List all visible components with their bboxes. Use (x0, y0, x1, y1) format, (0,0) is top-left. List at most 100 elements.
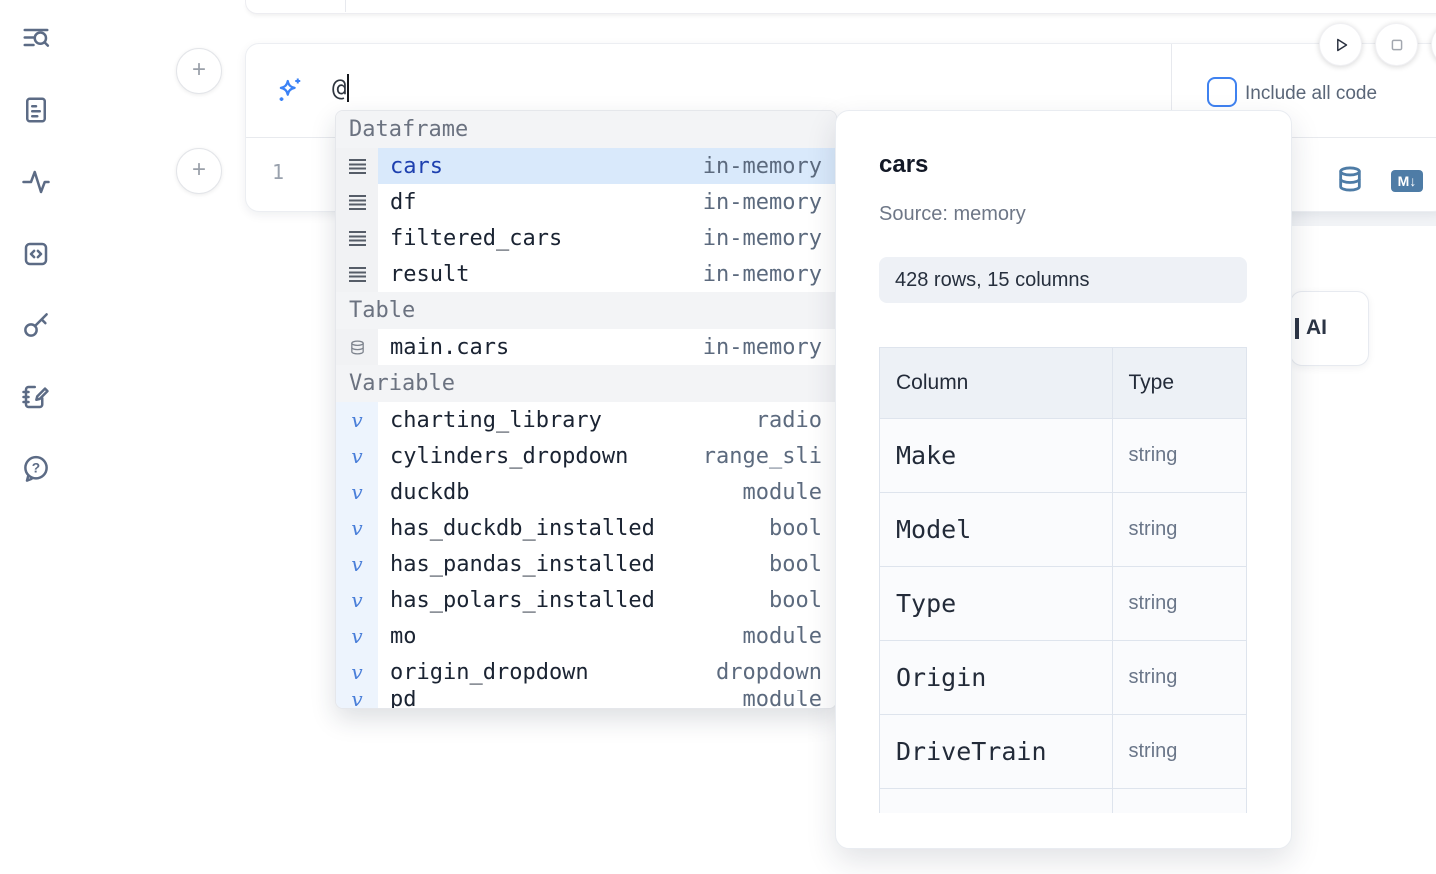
variable-icon: v (351, 444, 363, 468)
clipped-text-fragment (1295, 318, 1299, 339)
popup-title: cars (879, 151, 929, 178)
run-cell-button[interactable] (1319, 23, 1362, 66)
completion-item-duckdb[interactable]: v duckdb module (336, 474, 836, 510)
item-type: bool (769, 515, 822, 541)
key-icon[interactable] (21, 310, 51, 340)
item-name: main.cars (390, 334, 510, 360)
popup-source: Source: memory (879, 203, 1026, 225)
item-type: in-memory (702, 225, 822, 251)
text-cursor (347, 74, 350, 102)
variable-icon: v (351, 480, 363, 504)
notebook-pen-icon[interactable] (21, 382, 51, 412)
code-box-icon[interactable] (21, 239, 51, 269)
markdown-icon[interactable]: M↓ (1391, 170, 1423, 192)
completion-item-has_polars_installed[interactable]: v has_polars_installed bool (336, 582, 836, 618)
prompt-divider (1171, 44, 1172, 137)
stop-icon (1391, 39, 1402, 50)
column-type: string (1111, 640, 1247, 715)
column-name: Make (879, 418, 1113, 493)
item-name: cylinders_dropdown (390, 443, 629, 469)
item-type: in-memory (702, 189, 822, 215)
dataframe-detail-popup: cars Source: memory 428 rows, 15 columns… (835, 110, 1292, 849)
column-name: DriveTrain (879, 714, 1113, 789)
sparkles-icon (279, 78, 301, 101)
dataframe-icon (348, 158, 366, 174)
completion-item-df[interactable]: df in-memory (336, 184, 836, 220)
variable-icon: v (351, 552, 363, 576)
variable-icon: v (351, 690, 363, 708)
item-name: charting_library (390, 407, 602, 433)
dataframe-icon (348, 266, 366, 282)
line-number: 1 (272, 160, 285, 184)
column-name: Type (879, 566, 1113, 641)
item-name: result (390, 261, 470, 287)
variable-icon: v (351, 516, 363, 540)
item-type: in-memory (702, 153, 822, 179)
code-editor-row[interactable]: 1 M↓ (246, 138, 1436, 211)
completion-section-header: Variable (336, 365, 836, 402)
column-type: string (1111, 714, 1247, 789)
database-icon[interactable] (1336, 165, 1364, 193)
completion-section-header: Table (336, 292, 836, 329)
generate-with-ai-button[interactable]: AI (1290, 291, 1369, 366)
column-type: string (1111, 418, 1247, 493)
item-type: module (742, 479, 822, 505)
column-type: string (1111, 492, 1247, 567)
activity-icon[interactable] (21, 167, 51, 197)
column-name: Model (879, 492, 1113, 567)
completion-item-main.cars[interactable]: main.cars in-memory (336, 329, 836, 365)
shape-badge: 428 rows, 15 columns (879, 257, 1247, 303)
variable-icon: v (351, 624, 363, 648)
gutter-divider (345, 0, 346, 12)
list-search-icon[interactable] (21, 25, 51, 55)
item-type: bool (769, 587, 822, 613)
item-type: dropdown (716, 659, 822, 685)
item-type: module (742, 690, 822, 708)
stop-cell-button[interactable] (1375, 23, 1418, 66)
item-name: origin_dropdown (390, 659, 589, 685)
item-name: has_polars_installed (390, 587, 655, 613)
column-type: string (1111, 566, 1247, 641)
item-name: pd (390, 690, 417, 708)
document-icon[interactable] (21, 95, 51, 125)
item-name: mo (390, 623, 417, 649)
variable-icon: v (351, 588, 363, 612)
item-name: df (390, 189, 417, 215)
item-name: duckdb (390, 479, 470, 505)
svg-text:?: ? (32, 461, 40, 476)
variable-icon: v (351, 408, 363, 432)
ai-prompt-input[interactable]: @ (332, 74, 350, 102)
include-all-code-checkbox[interactable] (1207, 77, 1237, 107)
completion-item-origin_dropdown[interactable]: v origin_dropdown dropdown (336, 654, 836, 690)
completion-item-cylinders_dropdown[interactable]: v cylinders_dropdown range_sli (336, 438, 836, 474)
add-cell-above-button[interactable]: + (176, 48, 222, 94)
completion-item-mo[interactable]: v mo module (336, 618, 836, 654)
completion-item-result[interactable]: result in-memory (336, 256, 836, 292)
column-row-clipped (879, 788, 1247, 813)
help-chat-icon[interactable]: ? (21, 454, 51, 484)
item-type: in-memory (702, 261, 822, 287)
schema-header-type: Type (1111, 347, 1247, 419)
item-type: range_sli (702, 443, 822, 469)
include-all-code-label: Include all code (1245, 83, 1378, 104)
variable-icon: v (351, 660, 363, 684)
completion-item-pd[interactable]: v pd module (336, 690, 836, 708)
item-type: in-memory (702, 334, 822, 360)
item-type: bool (769, 551, 822, 577)
play-icon (1336, 38, 1347, 51)
item-type: module (742, 623, 822, 649)
add-cell-below-button[interactable]: + (176, 148, 222, 194)
